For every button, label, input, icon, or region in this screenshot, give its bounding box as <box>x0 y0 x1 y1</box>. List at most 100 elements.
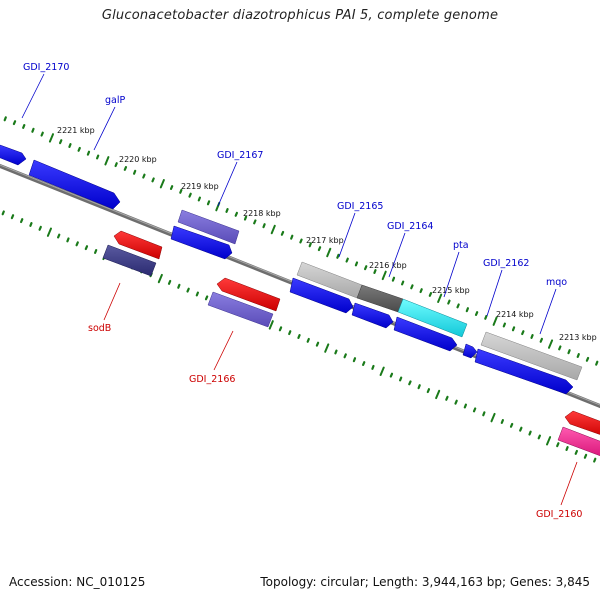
scale-tick <box>86 150 91 156</box>
scale-tick <box>521 330 525 336</box>
scale-label: 2213 kbp <box>559 333 597 342</box>
scale-tick <box>465 307 469 313</box>
scale-tick <box>3 116 7 122</box>
gene-arrow-gdi-2165[interactable] <box>289 277 354 314</box>
gene-arrow-gdi-2170[interactable] <box>0 144 27 166</box>
scale-tick <box>364 265 368 271</box>
reverse-gene-labels: sodB GDI_2166 GDI_2160 <box>88 282 582 520</box>
scale-tick <box>159 179 165 189</box>
gene-arrow-pta-cyan[interactable] <box>397 298 468 338</box>
gene-arrow-gdi-2167-lavender[interactable] <box>177 209 240 245</box>
gene-arrow-sodb[interactable] <box>113 230 163 260</box>
gene-arrow-mqo[interactable] <box>474 348 574 395</box>
scale-tick <box>169 185 174 190</box>
scale-tick <box>391 276 396 282</box>
scale-tick <box>472 407 477 413</box>
scale-tick <box>75 241 79 247</box>
gene-arrow-gdi-2162[interactable] <box>462 343 478 359</box>
gene-label: GDI_2170 <box>23 62 69 73</box>
scale-tick <box>490 412 496 423</box>
gene-arrow-gdi-2166[interactable] <box>216 277 281 312</box>
gene-label: GDI_2160 <box>536 509 582 520</box>
scale-tick <box>509 422 514 428</box>
scale-tick <box>253 219 257 225</box>
gene-arrow-gdi-2160-pink[interactable] <box>557 426 600 458</box>
scale-tick <box>123 166 128 171</box>
scale-tick <box>445 395 449 401</box>
scale-tick <box>243 215 248 221</box>
scale-tick <box>179 188 183 194</box>
scale-tick <box>371 364 375 370</box>
scale-tick <box>114 162 118 168</box>
scale-tick <box>379 366 385 376</box>
gene-arrow-mqo-gray[interactable] <box>480 331 583 381</box>
scale-tick <box>95 154 100 160</box>
scale-label: 2220 kbp <box>119 155 157 164</box>
scale-tick <box>352 357 357 363</box>
gene-label: galP <box>105 95 125 106</box>
scale-tick <box>484 314 488 320</box>
scale-tick <box>204 295 209 301</box>
scale-tick <box>389 372 394 378</box>
scale-tick <box>66 237 70 243</box>
scale-tick <box>177 283 181 289</box>
scale-tick <box>326 247 332 258</box>
gene-arrow-galp[interactable] <box>28 159 121 210</box>
gene-label: GDI_2165 <box>337 201 383 212</box>
scale-tick <box>22 123 26 129</box>
scale-tick <box>142 173 146 179</box>
scale-tick <box>500 419 504 424</box>
gene-label: GDI_2162 <box>483 258 529 269</box>
scale-tick <box>373 269 377 274</box>
scale-tick <box>280 230 285 236</box>
gene-arrow-pta[interactable] <box>393 316 458 352</box>
map-title: Gluconacetobacter diazotrophicus PAI 5, … <box>101 8 499 23</box>
scale-tick <box>206 200 211 206</box>
gene-label: mqo <box>546 277 567 288</box>
scale-tick <box>437 293 443 303</box>
scale-tick <box>426 388 431 394</box>
gene-label: GDI_2164 <box>387 221 433 232</box>
scale-ticks-inner <box>1 210 597 463</box>
gene-arrow-gdi-2164[interactable] <box>351 302 394 329</box>
scale-tick <box>556 442 560 448</box>
scale-tick <box>197 196 201 202</box>
scale-tick <box>315 341 320 347</box>
scale-label: 2218 kbp <box>243 209 281 218</box>
scale-tick <box>511 326 516 332</box>
scale-tick <box>585 356 590 362</box>
scale-tick <box>537 434 542 440</box>
scale-tick <box>262 223 266 229</box>
gene-arrow-sodb-dark[interactable] <box>102 244 157 277</box>
scale-tick <box>576 353 580 358</box>
scale-tick <box>336 253 340 259</box>
forward-gene-labels: GDI_2170 galP GDI_2167 GDI_2165 GDI_2164… <box>21 62 567 335</box>
scale-tick <box>482 411 486 417</box>
scale-tick <box>354 261 359 267</box>
scale-tick <box>157 273 163 284</box>
scale-tick <box>558 345 562 351</box>
scale-tick <box>399 376 403 382</box>
scale-tick <box>410 284 414 290</box>
scale-tick <box>502 322 506 328</box>
scale-tick <box>1 210 5 216</box>
scale-tick <box>565 446 569 451</box>
scale-tick <box>46 227 52 237</box>
scale-tick <box>167 279 172 285</box>
scale-tick <box>428 292 433 297</box>
scale-tick <box>133 169 137 175</box>
scale-tick <box>595 360 599 366</box>
scale-tick <box>77 146 81 152</box>
scale-tick <box>492 316 498 326</box>
scale-tick <box>56 233 61 239</box>
scale-tick <box>40 131 44 137</box>
scale-tick <box>530 334 534 339</box>
scale-tick <box>31 127 35 133</box>
gene-arrow-gdi-2167[interactable] <box>170 225 233 260</box>
gene-arrow-gdi-2166-lavender[interactable] <box>207 291 274 328</box>
gene-label: pta <box>453 240 469 251</box>
scale-tick <box>454 399 458 405</box>
gene-arrow-gdi-2160[interactable] <box>564 410 600 437</box>
scale-tick <box>334 349 338 355</box>
